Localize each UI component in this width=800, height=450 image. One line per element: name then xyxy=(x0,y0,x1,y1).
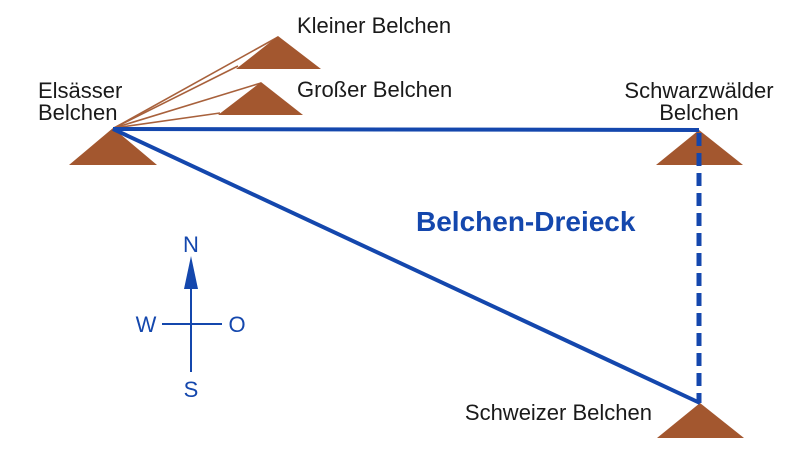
label-elsaesser-belchen-line2: Belchen xyxy=(38,100,118,125)
label-schweizer-belchen: Schweizer Belchen xyxy=(465,400,652,425)
elsaesser-belchen-mountain-icon xyxy=(69,128,157,165)
triangle-side-hypotenuse xyxy=(112,127,701,405)
compass-label-east: O xyxy=(228,312,245,337)
triangle-side-top xyxy=(112,127,700,132)
compass-north-arrow-icon xyxy=(184,256,198,289)
sight-line-kleiner-base xyxy=(113,65,239,129)
sight-lines xyxy=(113,36,279,129)
sight-line-grosser-apex xyxy=(113,82,262,129)
sight-line-kleiner-apex xyxy=(113,36,279,129)
peak-labels: Elsässer Belchen Kleiner Belchen Großer … xyxy=(38,13,774,425)
label-kleiner-belchen: Kleiner Belchen xyxy=(297,13,451,38)
label-grosser-belchen: Großer Belchen xyxy=(297,77,452,102)
sight-line-grosser-base xyxy=(113,112,221,129)
schweizer-belchen-mountain-icon xyxy=(657,403,744,438)
diagram-title: Belchen-Dreieck xyxy=(416,206,636,237)
compass-rose: N W O S xyxy=(136,232,246,402)
label-schwarzwaelder-belchen-line2: Belchen xyxy=(659,100,739,125)
schwarzwaelder-belchen-mountain-icon xyxy=(656,130,743,165)
compass-label-north: N xyxy=(183,232,199,257)
compass-label-south: S xyxy=(184,377,199,402)
label-schwarzwaelder-belchen-line1: Schwarzwälder xyxy=(624,78,773,103)
compass-label-west: W xyxy=(136,312,157,337)
kleiner-belchen-mountain-icon xyxy=(236,36,321,69)
label-elsaesser-belchen-line1: Elsässer xyxy=(38,78,122,103)
grosser-belchen-mountain-icon xyxy=(218,82,303,115)
